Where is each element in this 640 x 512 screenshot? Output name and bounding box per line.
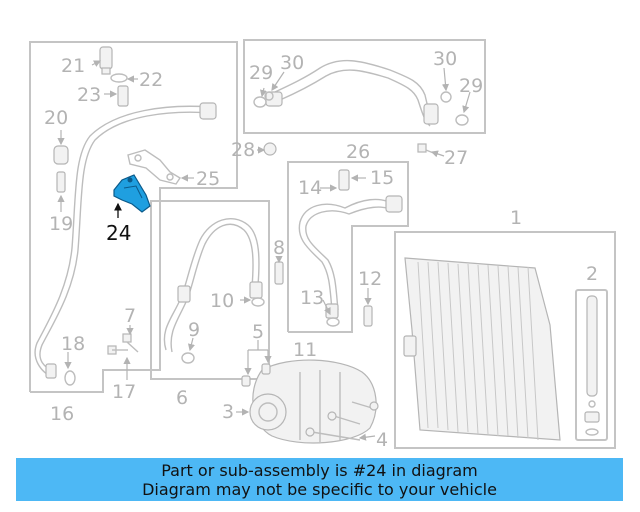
callout-1: 1 xyxy=(510,207,522,229)
callout-30b: 30 xyxy=(433,48,457,70)
callout-26: 26 xyxy=(346,141,370,163)
callout-30a: 30 xyxy=(280,52,304,74)
bolts-part-4 xyxy=(305,401,379,441)
callout-6: 6 xyxy=(176,387,188,409)
valve-part-23 xyxy=(117,85,129,107)
callout-24: 24 xyxy=(106,221,131,245)
callout-29b: 29 xyxy=(459,75,483,97)
callout-19: 19 xyxy=(49,213,73,235)
dowels-part-5 xyxy=(241,363,271,387)
oring-part-9 xyxy=(181,352,195,364)
group-box-1 xyxy=(394,231,616,449)
banner-line-1: Part or sub-assembly is #24 in diagram xyxy=(161,460,478,480)
callout-29a: 29 xyxy=(249,62,273,84)
callout-22: 22 xyxy=(139,69,163,91)
bracket-part-24 xyxy=(113,174,151,213)
drier-part-2 xyxy=(575,289,608,441)
compressor-part-3 xyxy=(249,359,377,444)
callout-15: 15 xyxy=(370,167,394,189)
info-banner: Part or sub-assembly is #24 in diagram D… xyxy=(16,458,623,501)
oring-part-30b xyxy=(440,91,452,103)
oring-part-29b xyxy=(455,114,469,126)
callout-9: 9 xyxy=(188,319,200,341)
callout-10: 10 xyxy=(210,290,234,312)
callout-12: 12 xyxy=(358,268,382,290)
callout-11: 11 xyxy=(293,339,317,361)
callout-16: 16 xyxy=(50,403,74,425)
cap-part-20 xyxy=(53,145,69,165)
suction-line-part-26 xyxy=(265,59,439,127)
condenser-part-1 xyxy=(403,257,561,441)
bolt-part-17 xyxy=(107,345,128,355)
callout-23: 23 xyxy=(77,84,101,106)
callout-17: 17 xyxy=(112,381,136,403)
group-box-11 xyxy=(287,161,409,333)
group-box-26 xyxy=(243,39,486,134)
callout-20: 20 xyxy=(44,107,68,129)
callout-2: 2 xyxy=(586,263,598,285)
callout-21: 21 xyxy=(61,55,85,77)
bracket-part-25 xyxy=(127,149,181,185)
oring-part-29a xyxy=(253,96,267,108)
callout-28: 28 xyxy=(231,139,255,161)
callout-7: 7 xyxy=(124,305,136,327)
oring-part-22 xyxy=(110,73,128,83)
nut-part-28 xyxy=(263,142,277,156)
callout-4: 4 xyxy=(376,429,388,451)
callout-13: 13 xyxy=(300,287,324,309)
valve-part-19 xyxy=(56,171,66,193)
callout-25: 25 xyxy=(196,168,220,190)
valve-part-8 xyxy=(274,261,284,285)
callout-8: 8 xyxy=(273,237,285,259)
oring-part-18 xyxy=(64,370,76,386)
group-box-16 xyxy=(29,41,238,393)
leader-arrows xyxy=(57,60,471,441)
switch-part-21 xyxy=(99,46,113,75)
oring-part-13 xyxy=(326,317,340,327)
oring-part-10 xyxy=(251,297,265,307)
callout-14: 14 xyxy=(298,177,322,199)
banner-line-2: Diagram may not be specific to your vehi… xyxy=(142,479,497,499)
callout-27: 27 xyxy=(444,147,468,169)
callout-18: 18 xyxy=(61,333,85,355)
valve-part-12 xyxy=(363,305,373,327)
callout-3: 3 xyxy=(222,401,234,423)
callout-5: 5 xyxy=(252,321,264,343)
pressure-line-part-16 xyxy=(34,102,217,379)
group-box-6 xyxy=(150,200,270,380)
hose-part-6 xyxy=(163,217,263,353)
